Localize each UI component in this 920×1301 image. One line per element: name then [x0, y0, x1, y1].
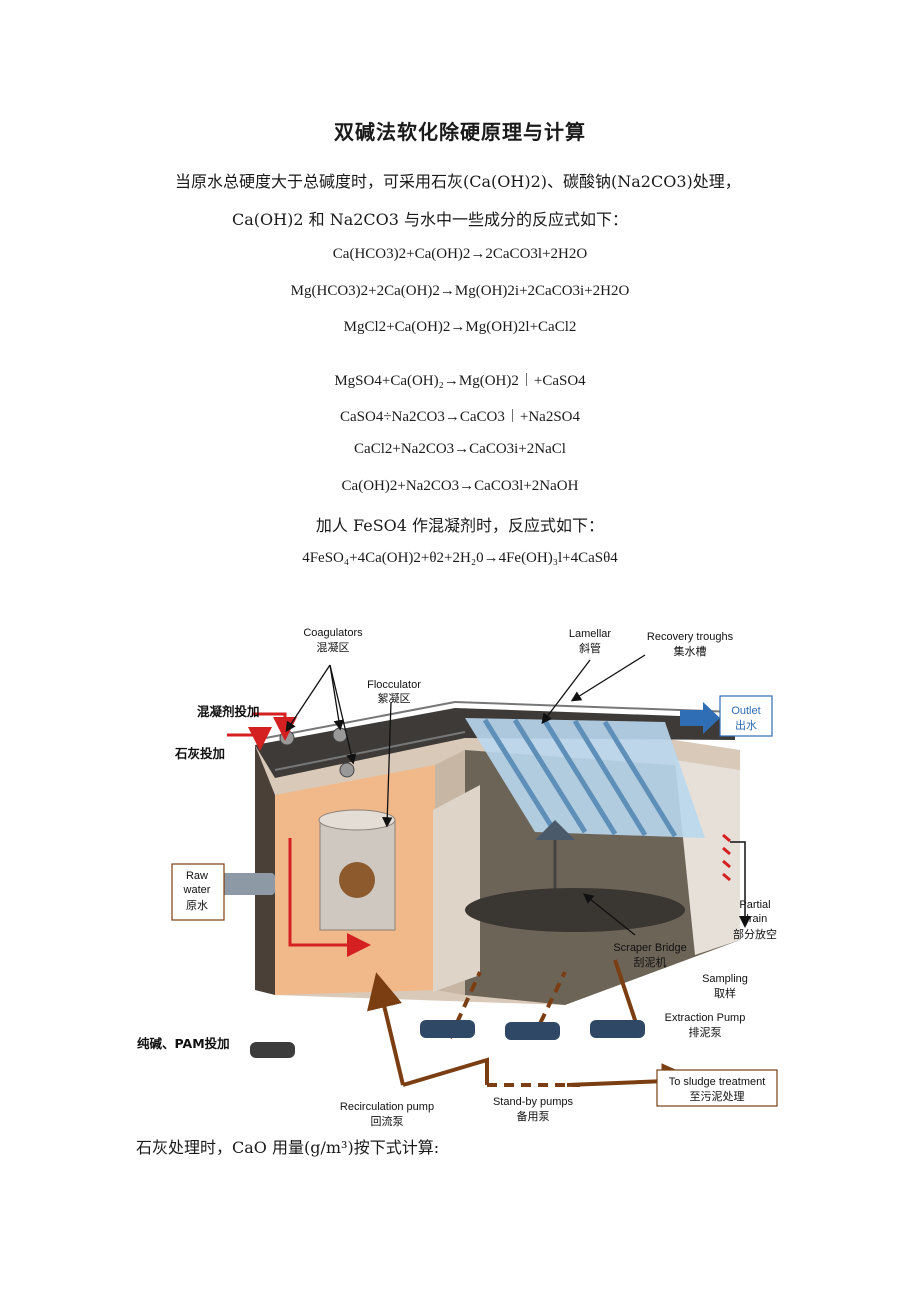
callout-lines	[285, 654, 646, 936]
feso4-equation: 4FeSO₄+4Ca(OH)2+θ2+2H₂0→4Fe(OH)₃l+4CaSθ4	[302, 550, 618, 566]
label-flocculator-cn: 絮凝区	[378, 691, 411, 705]
document-title: 双碱法软化除硬原理与计算	[334, 120, 586, 144]
reaction-equation-3: MgCl2+Ca(OH)2→Mg(OH)2l+CaCl2	[343, 319, 577, 335]
label-extraction-en: Extraction Pump	[665, 1012, 746, 1024]
reaction-equation-4: MgSO4+Ca(OH)₂→Mg(OH)2︱+CaSO4	[334, 373, 586, 389]
label-partial-en-1: Partial	[739, 899, 770, 911]
pumps	[250, 1020, 645, 1058]
label-recirc-cn: 回流泵	[371, 1114, 404, 1128]
label-sludge-en: To sludge treatment	[669, 1076, 766, 1088]
partial-drain-valves	[722, 833, 731, 882]
label-scraper-cn: 刮泥机	[634, 955, 667, 969]
label-lamellar-cn: 斜管	[579, 641, 601, 655]
drain-arrow	[730, 841, 751, 928]
label-scraper-en: Scraper Bridge	[613, 942, 686, 954]
label-coagulators-cn: 混凝区	[317, 640, 350, 654]
raw-water-box	[171, 863, 225, 921]
intro-paragraph-line-2: Ca(OH)2 和 Na2CO3 与水中一些成分的反应式如下：	[232, 210, 629, 229]
scraper-bridge	[465, 820, 685, 932]
outlet-arrow	[680, 702, 720, 734]
feso4-intro: 加人 FeSO4 作混凝剂时，反应式如下：	[315, 516, 605, 535]
label-recovery-cn: 集水槽	[674, 644, 707, 658]
label-coagulators-en: Coagulators	[303, 627, 363, 639]
label-standby-cn: 备用泵	[517, 1109, 550, 1123]
label-raw-en-2: water	[183, 884, 211, 896]
label-lamellar-en: Lamellar	[569, 628, 612, 640]
intro-paragraph-line-1: 当原水总硬度大于总碱度时，可采用石灰(Ca(OH)2)、碳酸钠(Na2CO3)处…	[175, 172, 741, 191]
label-recirc-en: Recirculation pump	[340, 1101, 434, 1113]
label-sampling-cn: 取样	[714, 986, 736, 1000]
label-sampling-en: Sampling	[702, 973, 748, 985]
label-partial-en-2: drain	[743, 913, 767, 925]
reaction-equation-6: CaCl2+Na2CO3→CaCO3i+2NaCl	[354, 441, 566, 457]
reaction-equation-2: Mg(HCO3)2+2Ca(OH)2→Mg(OH)2i+2CaCO3i+2H2O	[290, 283, 630, 299]
label-raw-cn: 原水	[186, 899, 208, 912]
label-recovery-en: Recovery troughs	[647, 631, 734, 643]
label-standby-en: Stand-by pumps	[493, 1096, 574, 1108]
label-sludge-cn: 至污泥处理	[690, 1090, 745, 1103]
reaction-equation-7: Ca(OH)2+Na2CO3→CaCO3l+2NaOH	[341, 478, 579, 494]
label-soda-pam-dosing: 纯碱、PAM投加	[137, 1036, 230, 1051]
partition-wall	[433, 785, 480, 992]
lamella-tubes	[465, 718, 705, 838]
dosing-lines	[227, 712, 371, 957]
reaction-equation-1: Ca(HCO3)2+Ca(OH)2→2CaCO3l+2H2O	[332, 246, 588, 262]
reaction-equation-5: CaSO4÷Na2CO3→CaCO3︱+Na2SO4	[339, 409, 581, 425]
sludge-treatment-box	[656, 1069, 778, 1107]
label-partial-cn: 部分放空	[733, 927, 777, 941]
flocculator-drum	[318, 809, 396, 931]
label-outlet-cn: 出水	[735, 718, 757, 732]
softening-clarifier-diagram: Coagulators 混凝区 Flocculator 絮凝区 Lamellar…	[135, 610, 790, 1130]
label-flocculator-en: Flocculator	[367, 679, 421, 691]
outlet-box	[719, 695, 773, 737]
label-coagulant-dosing: 混凝剂投加	[197, 704, 260, 719]
label-raw-en-1: Raw	[186, 870, 208, 882]
lime-dosage-footer: 石灰处理时，CaO 用量(g/m³)按下式计算:	[136, 1138, 440, 1157]
label-outlet-en: Outlet	[731, 705, 760, 717]
label-lime-dosing: 石灰投加	[174, 746, 225, 761]
label-extraction-cn: 排泥泵	[689, 1025, 722, 1039]
